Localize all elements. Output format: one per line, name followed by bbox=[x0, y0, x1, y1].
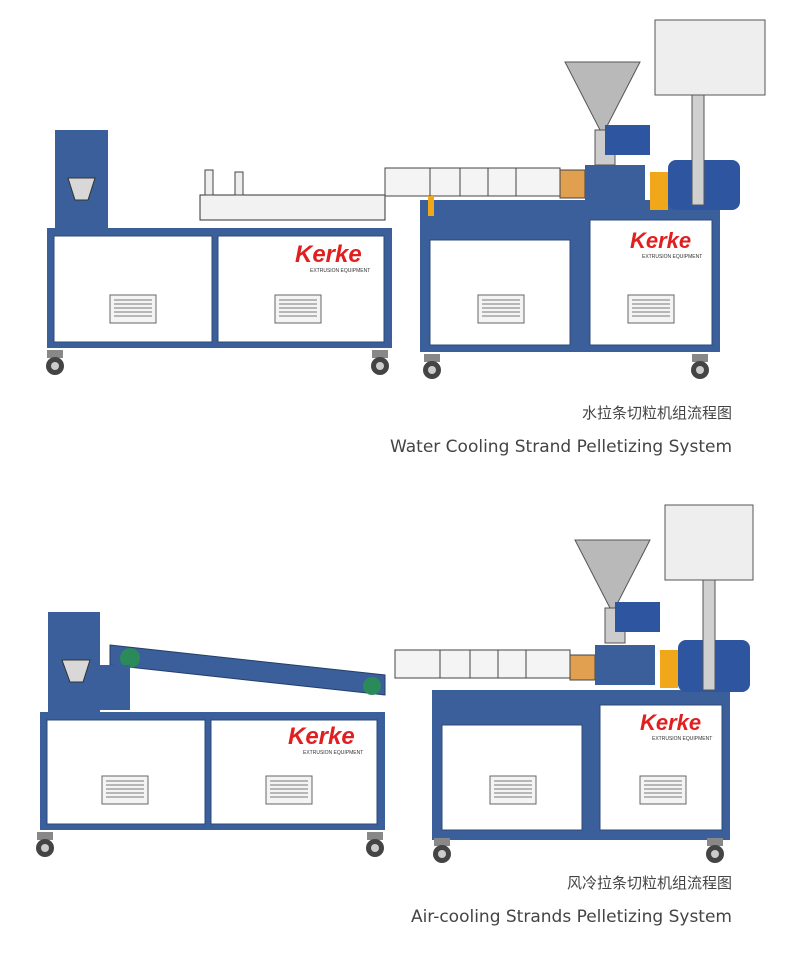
hopper bbox=[564, 61, 641, 131]
vent-grille bbox=[109, 294, 157, 324]
air-cooling-conveyor bbox=[100, 644, 386, 710]
caption-en-water: Water Cooling Strand Pelletizing System bbox=[390, 437, 732, 457]
caster-wheel bbox=[366, 832, 384, 857]
vent-grille bbox=[489, 775, 537, 805]
vent-grille bbox=[274, 294, 322, 324]
svg-text:EXTRUSION EQUIPMENT: EXTRUSION EQUIPMENT bbox=[310, 268, 370, 274]
svg-text:Kerke: Kerke bbox=[640, 710, 701, 735]
brand-logo: Kerke EXTRUSION EQUIPMENT bbox=[640, 710, 712, 742]
svg-text:Kerke: Kerke bbox=[288, 723, 355, 750]
vent-grille bbox=[627, 294, 675, 324]
svg-text:Kerke: Kerke bbox=[295, 241, 362, 268]
vent-grille bbox=[639, 775, 687, 805]
barrel bbox=[384, 167, 561, 197]
coupling bbox=[650, 172, 668, 210]
caster-wheel bbox=[371, 350, 389, 375]
gearbox bbox=[585, 165, 645, 200]
water-cooling-system-drawing: Kerke EXTRUSION EQUIPMENT Kerke EXTRUSIO… bbox=[46, 19, 766, 379]
control-box bbox=[664, 504, 754, 581]
caster-wheel bbox=[691, 354, 709, 379]
svg-text:Kerke: Kerke bbox=[630, 228, 691, 253]
caption-cn-water: 水拉条切粒机组流程图 bbox=[581, 404, 732, 422]
control-box-pole bbox=[691, 94, 705, 206]
caster-wheel bbox=[423, 354, 441, 379]
hopper bbox=[574, 539, 651, 609]
brand-logo: Kerke EXTRUSION EQUIPMENT bbox=[630, 228, 702, 260]
caption-cn-air: 风冷拉条切粒机组流程图 bbox=[566, 874, 732, 892]
extruder bbox=[394, 504, 754, 863]
extruder bbox=[384, 19, 766, 379]
cutter-cabinet bbox=[46, 130, 392, 375]
feeder-motor bbox=[615, 602, 660, 632]
brand-logo: Kerke EXTRUSION EQUIPMENT bbox=[288, 723, 363, 756]
svg-text:EXTRUSION EQUIPMENT: EXTRUSION EQUIPMENT bbox=[642, 254, 702, 260]
caster-wheel bbox=[433, 838, 451, 863]
gearbox bbox=[595, 645, 655, 685]
vent-grille bbox=[477, 294, 525, 324]
control-box-pole bbox=[702, 579, 716, 691]
barrel bbox=[394, 649, 571, 679]
vent-grille bbox=[101, 775, 149, 805]
feeder-motor bbox=[605, 125, 650, 155]
water-tank bbox=[199, 169, 386, 221]
coupling bbox=[660, 650, 678, 688]
caster-wheel bbox=[706, 838, 724, 863]
cutter-cabinet bbox=[36, 612, 385, 857]
svg-text:EXTRUSION EQUIPMENT: EXTRUSION EQUIPMENT bbox=[303, 750, 363, 756]
caster-wheel bbox=[46, 350, 64, 375]
vent-grille bbox=[265, 775, 313, 805]
brand-logo: Kerke EXTRUSION EQUIPMENT bbox=[295, 241, 370, 274]
caster-wheel bbox=[36, 832, 54, 857]
control-box bbox=[654, 19, 766, 96]
air-cooling-system-drawing: Kerke EXTRUSION EQUIPMENT Kerke EXTRUSIO… bbox=[36, 504, 754, 863]
caption-en-air: Air-cooling Strands Pelletizing System bbox=[410, 907, 732, 927]
svg-text:EXTRUSION EQUIPMENT: EXTRUSION EQUIPMENT bbox=[652, 736, 712, 742]
